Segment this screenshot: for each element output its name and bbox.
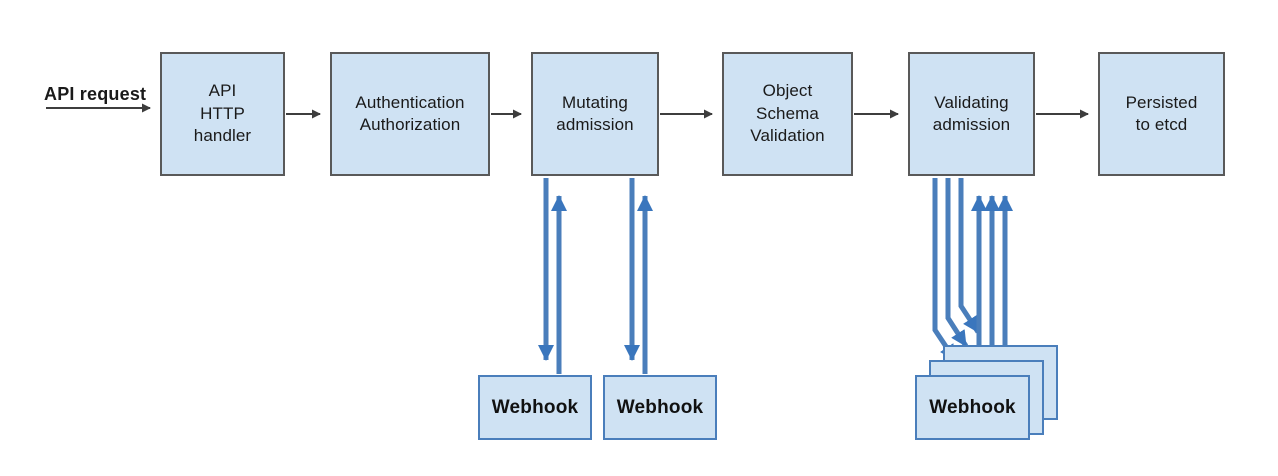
node-authentication-authorization[interactable]: Authentication Authorization — [330, 52, 490, 176]
api-request-label: API request — [44, 84, 147, 104]
node-mutating-admission[interactable]: Mutating admission — [531, 52, 659, 176]
webhook-mutating-1[interactable]: Webhook — [478, 375, 592, 440]
webhook-validating-1[interactable]: Webhook — [915, 375, 1030, 440]
node-persisted-to-etcd[interactable]: Persisted to etcd — [1098, 52, 1225, 176]
arrow-validating-call-2 — [945, 178, 969, 348]
node-api-http-handler[interactable]: API HTTP handler — [160, 52, 285, 176]
node-object-schema-validation[interactable]: Object Schema Validation — [722, 52, 853, 176]
node-validating-admission[interactable]: Validating admission — [908, 52, 1035, 176]
webhook-mutating-2[interactable]: Webhook — [603, 375, 717, 440]
arrow-validating-call-1 — [932, 178, 958, 362]
arrow-validating-call-3 — [958, 178, 981, 334]
